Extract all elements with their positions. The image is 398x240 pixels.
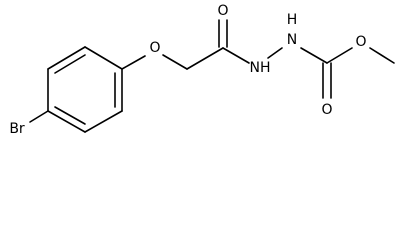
bond-ester-methyl <box>369 47 395 64</box>
bond-ring-bromine <box>29 110 49 123</box>
atom-carbamate-carbonyl-oxygen: O <box>321 102 332 118</box>
atom-bromine: Br <box>9 121 25 137</box>
bond-ring-ether-oxygen <box>121 55 146 70</box>
atom-ether-oxygen: O <box>149 40 160 56</box>
bond-nh-carbamate <box>300 47 328 64</box>
ring-bond-5 <box>47 110 86 133</box>
atom-carbamate-ester-oxygen: O <box>355 34 366 50</box>
bond-ch2-carbonyl <box>186 47 224 70</box>
bond-nh-nh <box>267 47 283 59</box>
bond-carbamate-ester-oxygen <box>326 47 353 64</box>
atom-nh-right: N <box>287 32 297 48</box>
atom-amide-oxygen: O <box>217 3 228 19</box>
ring-double-bond-1 <box>54 54 86 74</box>
ring-double-bond-3 <box>54 106 86 125</box>
bond-oxygen-ch2 <box>162 54 188 70</box>
atom-nh-right-h: H <box>287 12 298 28</box>
ring-bond-1 <box>47 46 86 70</box>
bond-carbonyl-nh <box>222 47 250 64</box>
chemical-structure-diagram: Br O O NH H N O O <box>9 3 395 137</box>
ring-bond-2 <box>84 46 123 70</box>
benzene-ring <box>47 46 123 133</box>
ring-bond-4 <box>84 110 123 133</box>
atom-nh-left: NH <box>250 60 271 76</box>
